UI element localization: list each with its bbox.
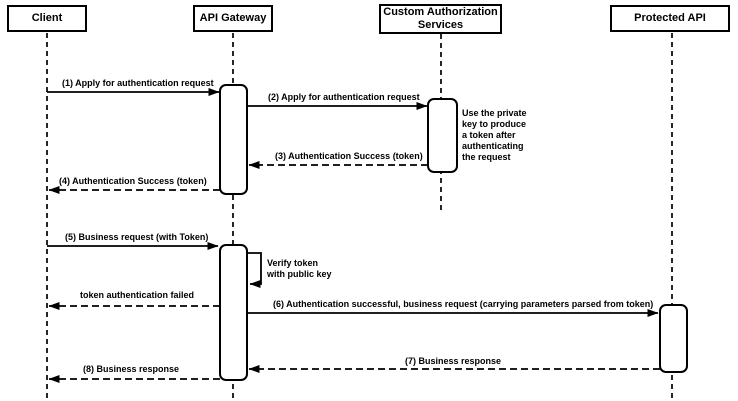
participant-box-api-gateway: API Gateway xyxy=(193,5,273,32)
message-label-5: (5) Business request (with Token) xyxy=(65,232,209,242)
self-message-arrow-verify-token xyxy=(247,252,262,288)
note-use-private-key: Use the private key to produce a token a… xyxy=(462,108,527,162)
participant-box-client: Client xyxy=(7,5,87,32)
participant-label-api-gateway: API Gateway xyxy=(199,12,267,25)
activation-bar-protected-api xyxy=(659,304,688,373)
participant-label-custom-authorization-services: Custom Authorization Services xyxy=(383,6,498,31)
self-message-label-verify-token: Verify token with public key xyxy=(267,258,332,279)
message-label-2: (2) Apply for authentication request xyxy=(268,92,420,102)
participant-label-protected-api: Protected API xyxy=(634,12,706,25)
participant-label-client: Client xyxy=(31,12,63,25)
message-label-8: (8) Business response xyxy=(83,364,180,374)
message-label-6: (6) Authentication successful, business … xyxy=(273,299,654,309)
activation-bar-api-gateway-2 xyxy=(219,244,248,381)
message-label-token-failed: token authentication failed xyxy=(80,290,195,300)
participant-box-protected-api: Protected API xyxy=(610,5,730,32)
activation-bar-custom-authorization-services xyxy=(427,98,458,173)
message-label-3: (3) Authentication Success (token) xyxy=(275,151,423,161)
message-label-4: (4) Authentication Success (token) xyxy=(59,176,207,186)
message-label-7: (7) Business response xyxy=(405,356,502,366)
message-label-1: (1) Apply for authentication request xyxy=(62,78,214,88)
participant-box-custom-authorization-services: Custom Authorization Services xyxy=(379,4,502,34)
activation-bar-api-gateway-1 xyxy=(219,84,248,195)
